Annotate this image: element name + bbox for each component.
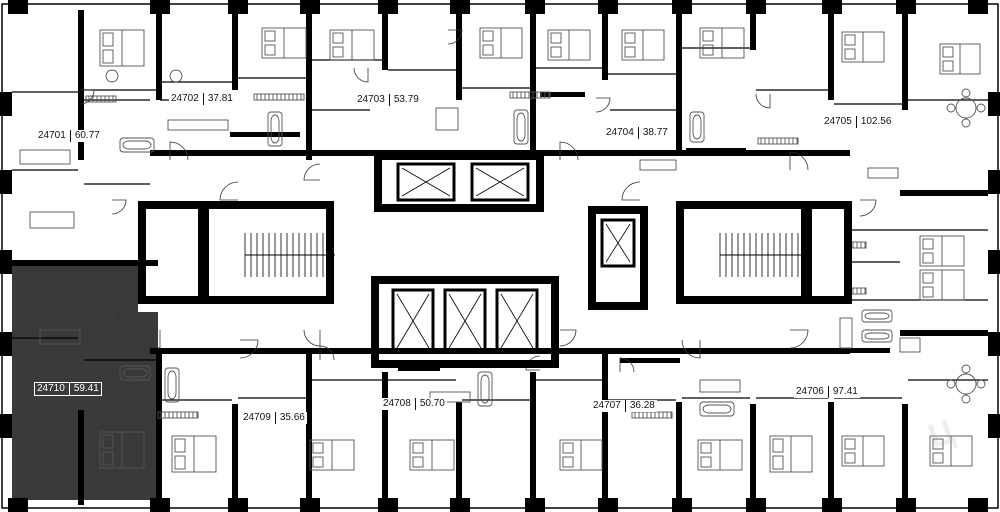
unit-area: 37.81 <box>202 93 233 105</box>
unit-area: 60.77 <box>69 130 100 142</box>
unit-area: 38.77 <box>637 127 668 139</box>
building-core <box>138 152 852 368</box>
unit-area: 102.56 <box>855 116 891 128</box>
unit-area: 53.79 <box>388 94 419 106</box>
unit-number: 24709 <box>243 412 271 423</box>
unit-area: 50.70 <box>414 398 445 410</box>
unit-area: 97.41 <box>827 386 858 398</box>
unit-number: 24707 <box>593 400 621 411</box>
unit-area: 35.66 <box>274 412 305 424</box>
unit-area: 59.41 <box>68 383 99 395</box>
unit-number: 24710 <box>37 383 65 394</box>
unit-number: 24708 <box>383 398 411 409</box>
unit-number: 24703 <box>357 94 385 105</box>
unit-number: 24702 <box>171 93 199 104</box>
door-swings <box>79 29 877 373</box>
selected-apartment-highlight[interactable] <box>12 262 158 500</box>
unit-number: 24704 <box>606 127 634 138</box>
unit-number: 24705 <box>824 116 852 127</box>
unit-number: 24706 <box>796 386 824 397</box>
furniture-fixtures <box>19 27 986 473</box>
unit-number: 24701 <box>38 130 66 141</box>
unit-area: 36.28 <box>624 400 655 412</box>
